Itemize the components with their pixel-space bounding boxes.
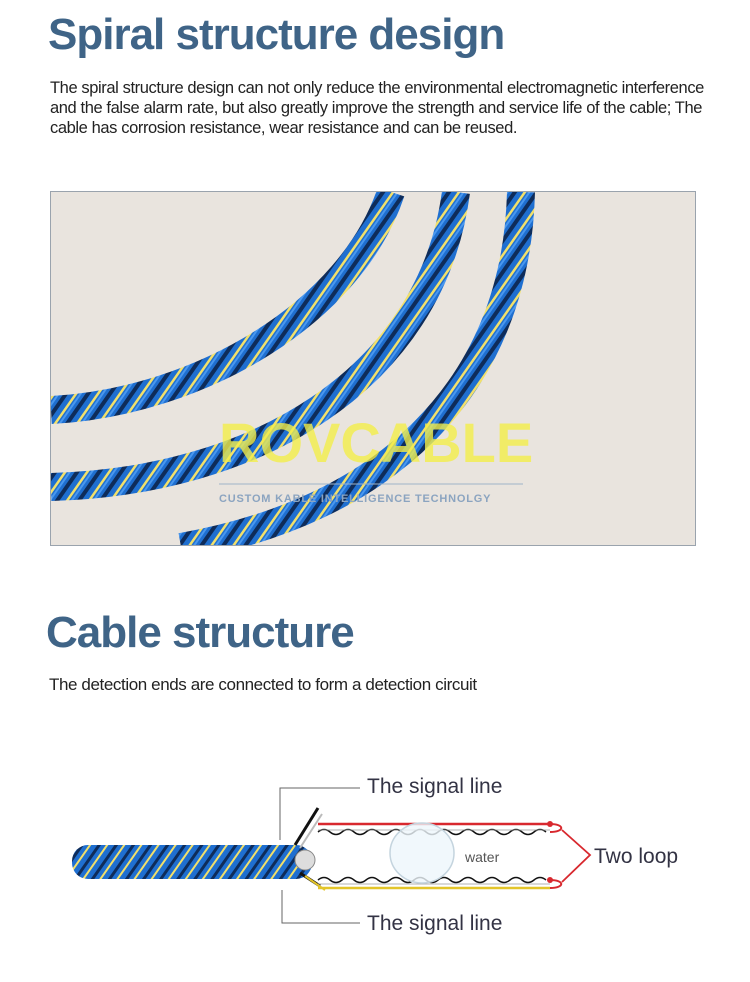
watermark-brand: ROVCABLE [219,411,533,474]
spiral-section-title: Spiral structure design [48,10,505,59]
twisted-cable [72,845,312,879]
cable-coil-outer [178,192,535,545]
signal-line-label-top: The signal line [367,775,502,798]
water-label: water [464,849,500,865]
watermark-tagline: CUSTOM KABLE INTELLIGENCE TECHNOLGY [219,493,491,505]
cable-structure-title: Cable structure [46,608,355,657]
water-droplet [389,822,455,884]
cable-coil-middle [51,192,470,501]
cable-structure-description: The detection ends are connected to form… [49,675,477,694]
spiral-section-description: The spiral structure design can not only… [50,79,704,137]
spiral-cable-photo: ROVCABLE CUSTOM KABLE INTELLIGENCE TECHN… [50,191,696,546]
signal-line-label-bottom: The signal line [367,912,502,935]
cable-coil-inner [51,192,405,424]
cable-structure-diagram: The signal line The signal line water Tw… [0,740,750,982]
two-loop-label: Two loop [594,845,678,868]
